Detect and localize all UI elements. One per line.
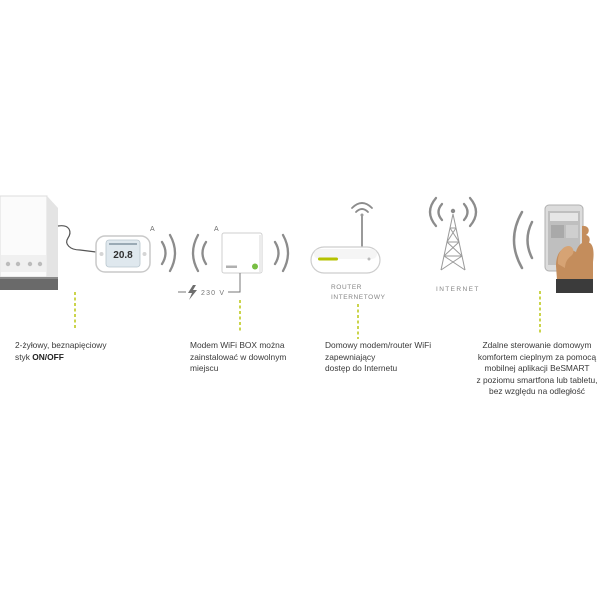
signal-wave-arc xyxy=(351,202,373,209)
boiler-icon xyxy=(0,195,58,290)
signal-wave-arc xyxy=(191,233,200,273)
boiler-cable xyxy=(57,225,97,253)
signal-wave-arc xyxy=(201,240,208,266)
caption-line: zapewniający xyxy=(325,351,376,362)
caption-router: Domowy modem/router WiFi zapewniający do… xyxy=(325,340,431,375)
antenna-icon xyxy=(351,202,373,248)
caption-line: Zdalne sterowanie domowym xyxy=(482,340,592,350)
wifi-box-signal-waves-left-icon xyxy=(191,233,208,273)
hand xyxy=(556,225,594,293)
wifi-box-icon xyxy=(221,232,263,274)
boiler-control-icon xyxy=(5,261,11,267)
signal-wave-arc xyxy=(160,240,167,266)
signal-wave-arc xyxy=(526,220,534,260)
thermostat-display xyxy=(105,239,141,268)
smartphone-signal-waves-icon xyxy=(512,210,534,270)
caption-line: bez względu na odległość xyxy=(489,386,585,397)
caption-line: komfortem cieplnym za pomocą xyxy=(477,351,597,362)
tower-signal-waves-icon xyxy=(428,196,478,228)
caption-text: styk xyxy=(15,351,30,362)
wifi-box-logo xyxy=(226,265,237,268)
wifi-box-status-led xyxy=(252,263,258,270)
boiler-control-icon xyxy=(27,261,33,267)
signal-wave-arc xyxy=(168,233,177,273)
router-status-light xyxy=(318,257,338,261)
caption-line: z poziomu smartfona lub tabletu, xyxy=(476,374,598,385)
caption-line: dostęp do Internetu xyxy=(325,363,398,374)
thermostat-temperature: 20.8 xyxy=(113,250,133,261)
signal-wave-arc xyxy=(428,196,438,228)
on-off-label: ON/OFF xyxy=(32,351,64,362)
caption-line: zainstalować w dowolnym xyxy=(190,351,287,362)
signal-wave-arc xyxy=(355,208,369,213)
caption-wifi-box: Modem WiFi BOX można zainstalować w dowo… xyxy=(190,340,286,375)
caption-line: 2-żyłowy, beznapięciowy xyxy=(15,340,107,350)
signal-wave-arc xyxy=(462,202,469,222)
signal-wave-arc xyxy=(273,240,280,266)
caption-line: Modem WiFi BOX można xyxy=(190,340,285,350)
sleeve xyxy=(556,279,593,293)
thermostat-signal-waves-icon xyxy=(160,233,177,273)
wifi-box-signal-waves-right-icon xyxy=(273,233,290,273)
boiler-control-icon xyxy=(15,261,21,267)
power-cable xyxy=(228,273,241,293)
thermostat-icon: 20.8 xyxy=(95,235,151,273)
voltage-label: 230 V xyxy=(201,290,225,297)
power-supply: 230 V xyxy=(178,273,241,300)
caption-remote-control: Zdalne sterowanie domowym komfortem ciep… xyxy=(474,340,600,398)
signal-wave-arc xyxy=(468,196,478,228)
lightning-icon xyxy=(188,285,197,300)
signal-wave-arc xyxy=(281,233,290,273)
caption-line: Domowy modem/router WiFi xyxy=(325,340,432,350)
signal-wave-arc xyxy=(437,202,444,222)
tower-icon xyxy=(440,208,466,271)
caption-line: styk ON/OFF xyxy=(15,352,107,364)
wifi-box-tag: A xyxy=(214,226,219,233)
caption-line: miejscu xyxy=(190,363,219,374)
internet-label: INTERNET xyxy=(436,286,480,293)
caption-line: mobilnej aplikacji BeSMART xyxy=(484,363,590,374)
router-label-line: ROUTER xyxy=(331,284,362,291)
router-icon xyxy=(310,246,381,274)
caption-contact: 2-żyłowy, beznapięciowy styk ON/OFF xyxy=(15,340,107,363)
router-label-line: INTERNETOWY xyxy=(331,294,386,301)
boiler-control-icon xyxy=(37,261,43,267)
thermostat-tag: A xyxy=(150,226,155,233)
signal-wave-arc xyxy=(512,210,524,270)
